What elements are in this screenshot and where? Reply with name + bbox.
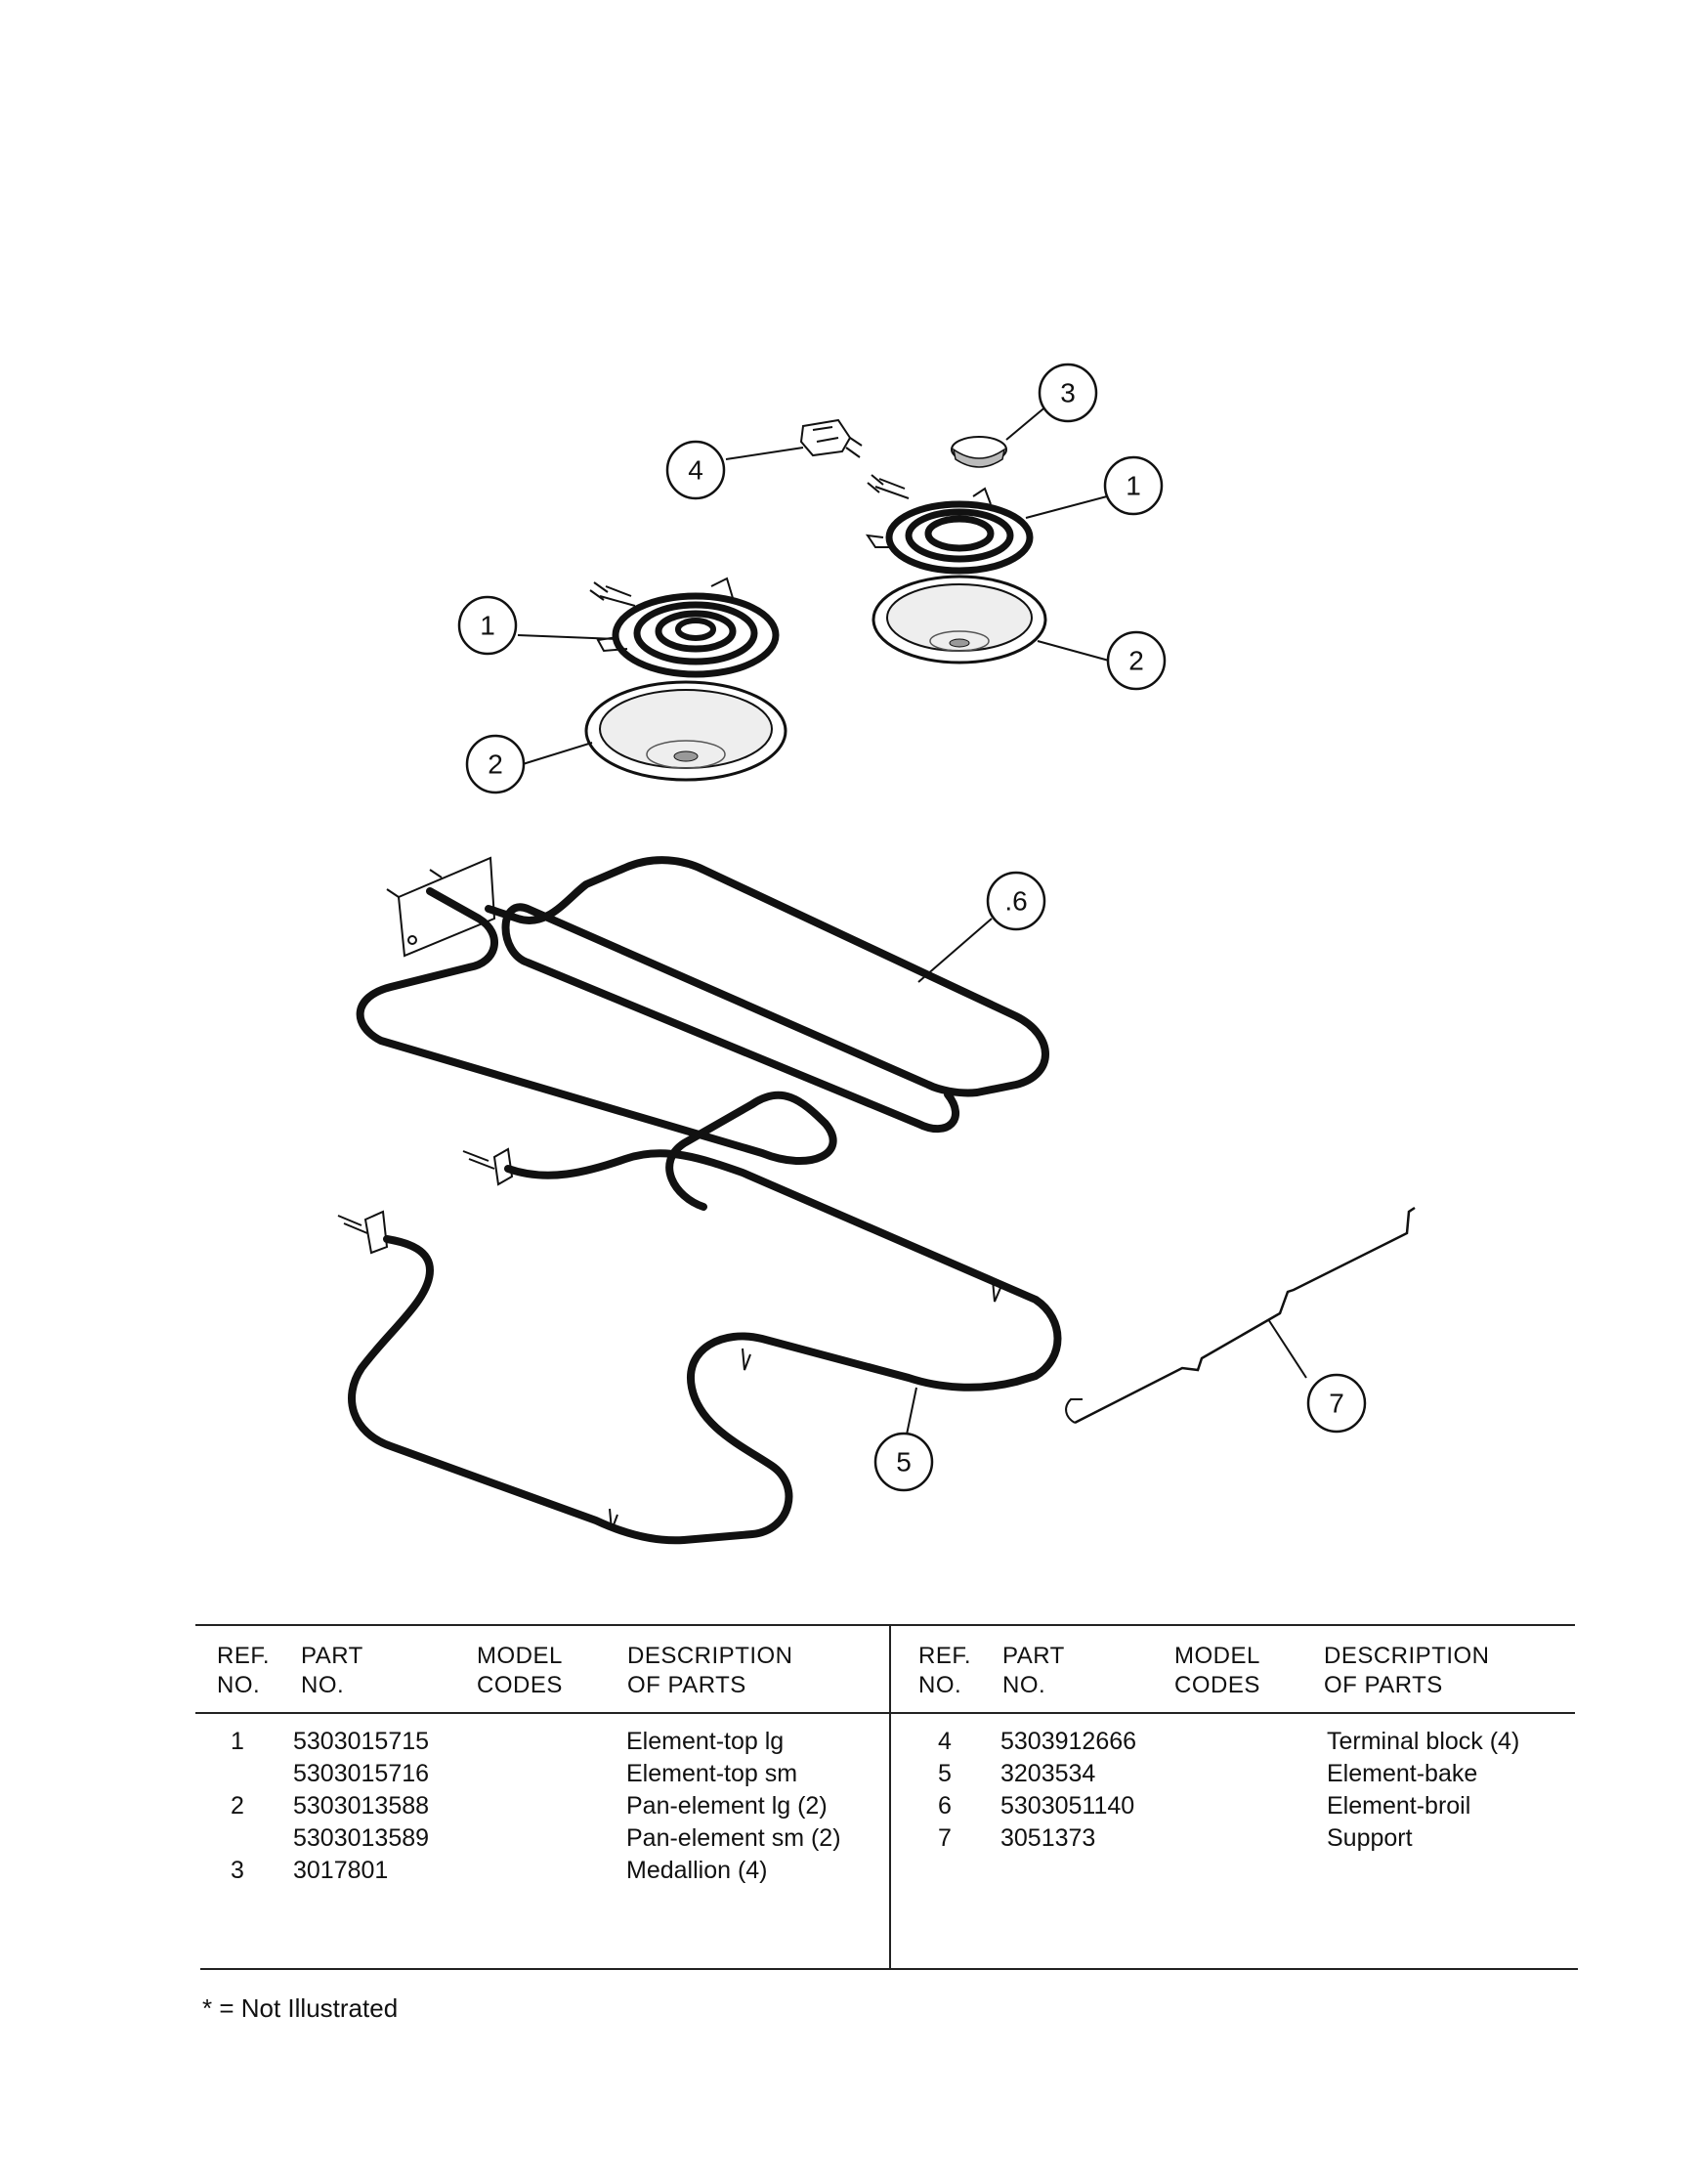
left-row-2-desc: Element-top sm <box>626 1760 798 1787</box>
svg-text:2: 2 <box>488 749 503 780</box>
medallion-drawing <box>951 436 1007 468</box>
left-row-1-ref: 1 <box>231 1728 244 1755</box>
left-row-3-ref: 2 <box>231 1792 244 1820</box>
table-header-rule <box>195 1712 1575 1714</box>
support-drawing <box>1065 1206 1416 1425</box>
pan-element-large-drawing <box>584 680 787 782</box>
table-divider <box>889 1624 891 1968</box>
header-ref-left: REF. NO. <box>217 1643 271 1698</box>
svg-text:1: 1 <box>480 611 495 641</box>
svg-text:.6: .6 <box>1004 886 1027 917</box>
header-desc-right: DESCRIPTION OF PARTS <box>1324 1643 1490 1698</box>
right-row-1-desc: Terminal block (4) <box>1327 1728 1520 1755</box>
element-top-small-drawing <box>865 474 1034 575</box>
callout-2-left: 2 <box>465 734 526 794</box>
right-row-2-part: 3203534 <box>1000 1760 1096 1787</box>
callout-1-right: 1 <box>1103 455 1164 516</box>
right-row-4-part: 3051373 <box>1000 1824 1096 1852</box>
callout-7: 7 <box>1306 1373 1367 1434</box>
table-bottom-rule <box>200 1968 1578 1970</box>
element-broil-drawing <box>356 856 1049 1211</box>
left-row-4-desc: Pan-element sm (2) <box>626 1824 841 1852</box>
right-row-4-desc: Support <box>1327 1824 1413 1852</box>
left-row-1-desc: Element-top lg <box>626 1728 785 1755</box>
callout-3: 3 <box>1038 363 1098 423</box>
svg-text:3: 3 <box>1060 378 1076 408</box>
callout-1-left: 1 <box>457 595 518 656</box>
element-top-large-drawing <box>589 577 780 678</box>
svg-text:5: 5 <box>896 1447 912 1477</box>
left-row-5-desc: Medallion (4) <box>626 1857 768 1884</box>
svg-text:7: 7 <box>1329 1389 1344 1419</box>
callout-6: .6 <box>986 871 1046 931</box>
callout-5: 5 <box>873 1432 934 1492</box>
right-row-3-ref: 6 <box>938 1792 952 1820</box>
right-row-2-ref: 5 <box>938 1760 952 1787</box>
exploded-parts-diagram: 4 3 1 1 2 2 .6 5 7 <box>337 363 1416 1545</box>
footnote: * = Not Illustrated <box>202 1993 399 2023</box>
right-row-4-ref: 7 <box>938 1824 952 1852</box>
terminal-block-drawing <box>799 418 863 458</box>
svg-text:4: 4 <box>688 455 703 486</box>
left-row-1-part: 5303015715 <box>293 1728 430 1755</box>
right-row-1-part: 5303912666 <box>1000 1728 1137 1755</box>
left-row-4-part: 5303013589 <box>293 1824 430 1852</box>
leader-lines <box>517 404 1307 1435</box>
right-row-1-ref: 4 <box>938 1728 952 1755</box>
header-desc-left: DESCRIPTION OF PARTS <box>627 1643 793 1698</box>
right-row-2-desc: Element-bake <box>1327 1760 1478 1787</box>
left-row-3-part: 5303013588 <box>293 1792 430 1820</box>
header-part-right: PART NO. <box>1002 1643 1065 1698</box>
callout-2-right: 2 <box>1106 630 1167 691</box>
left-row-2-part: 5303015716 <box>293 1760 430 1787</box>
callout-4: 4 <box>665 440 726 500</box>
left-row-5-part: 3017801 <box>293 1857 389 1884</box>
pan-element-small-drawing <box>872 575 1047 664</box>
svg-text:2: 2 <box>1128 646 1144 676</box>
svg-text:1: 1 <box>1126 471 1141 501</box>
header-model-left: MODEL CODES <box>477 1643 563 1698</box>
header-model-right: MODEL CODES <box>1174 1643 1260 1698</box>
header-part-left: PART NO. <box>301 1643 363 1698</box>
right-row-3-desc: Element-broil <box>1327 1792 1471 1820</box>
left-row-3-desc: Pan-element lg (2) <box>626 1792 828 1820</box>
left-row-5-ref: 3 <box>231 1857 244 1884</box>
table-top-rule <box>195 1624 1575 1626</box>
element-bake-drawing <box>337 1147 1062 1545</box>
header-ref-right: REF. NO. <box>918 1643 972 1698</box>
right-row-3-part: 5303051140 <box>1000 1792 1135 1820</box>
